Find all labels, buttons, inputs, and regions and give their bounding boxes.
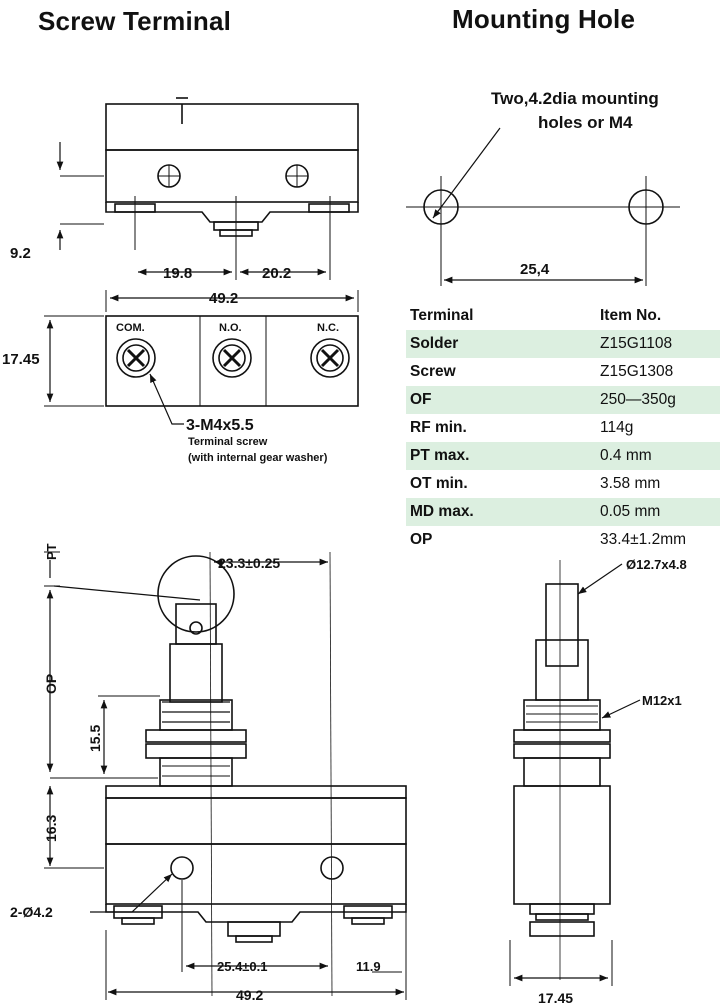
title-mounting-hole: Mounting Hole — [452, 4, 636, 34]
mounting-hole-diagram — [406, 127, 680, 286]
spec-key: PT max. — [410, 447, 470, 464]
roller-spec: Ø12.7x4.8 — [626, 557, 687, 572]
label-pt: PT — [44, 543, 59, 560]
spec-value: 114g — [600, 419, 634, 436]
spec-key: OF — [410, 391, 432, 408]
dim-19-8: 19.8 — [163, 265, 192, 282]
screw-sub1: Terminal screw — [188, 436, 268, 448]
dim-25-4-mount: 25,4 — [520, 261, 550, 278]
dim-25-4: 25.4±0.1 — [217, 959, 268, 974]
thread-spec: M12x1 — [642, 693, 682, 708]
spec-value: 0.4 mm — [600, 447, 652, 464]
spec-value: 250—350g — [600, 391, 676, 408]
header-item-no: Item No. — [600, 307, 662, 324]
spec-value: Z15G1308 — [600, 363, 674, 380]
spec-key: MD max. — [410, 503, 474, 520]
switch-front-view — [44, 551, 407, 1000]
mounting-note-2: holes or M4 — [538, 113, 633, 132]
spec-key: RF min. — [410, 419, 467, 436]
switch-bottom-view — [44, 290, 359, 425]
dim-11-9: 11.9 — [356, 959, 381, 974]
spec-value: 0.05 mm — [600, 503, 661, 520]
spec-key: OT min. — [410, 475, 468, 492]
dim-2-holes: 2-Ø4.2 — [10, 904, 53, 920]
switch-side-view — [509, 560, 641, 986]
mounting-note-1: Two,4.2dia mounting — [491, 89, 659, 108]
dim-49-2: 49.2 — [209, 290, 238, 307]
dim-20-2: 20.2 — [262, 265, 291, 282]
spec-key: Screw — [410, 363, 456, 380]
spec-value: Z15G1108 — [600, 335, 673, 352]
label-no: N.O. — [219, 322, 242, 334]
dim-17-45-side: 17.45 — [538, 990, 573, 1006]
screw-spec: 3-M4x5.5 — [186, 417, 254, 434]
dim-9-2: 9.2 — [10, 245, 31, 262]
dim-15-5: 15.5 — [87, 725, 103, 752]
table-row: PT max. 0.4 mm — [406, 442, 720, 470]
label-op: OP — [43, 674, 59, 694]
table-row: OP 33.4±1.2mm — [406, 526, 720, 554]
switch-side-view-top — [56, 97, 359, 280]
dim-17-45: 17.45 — [2, 351, 40, 368]
dim-49-2-bottom: 49.2 — [236, 987, 263, 1003]
spec-key: OP — [410, 531, 433, 548]
table-row: OT min. 3.58 mm — [406, 470, 720, 498]
table-row: MD max. 0.05 mm — [406, 498, 720, 526]
label-com: COM. — [116, 322, 145, 334]
screw-sub2: (with internal gear washer) — [188, 452, 328, 464]
table-row: OF 250—350g — [406, 386, 720, 414]
title-screw-terminal: Screw Terminal — [38, 6, 232, 36]
spec-key: Solder — [410, 335, 459, 352]
spec-value: 3.58 mm — [600, 475, 661, 492]
table-row: RF min. 114g — [406, 414, 720, 442]
table-row: Screw Z15G1308 — [406, 358, 720, 386]
table-row: Solder Z15G1108 — [406, 330, 720, 358]
table-header: Terminal Item No. — [406, 302, 720, 330]
spec-value: 33.4±1.2mm — [600, 531, 687, 548]
dim-16-3: 16.3 — [43, 815, 59, 842]
label-nc: N.C. — [317, 322, 339, 334]
header-terminal: Terminal — [410, 307, 474, 324]
dim-23-3: 23.3±0.25 — [218, 555, 280, 571]
